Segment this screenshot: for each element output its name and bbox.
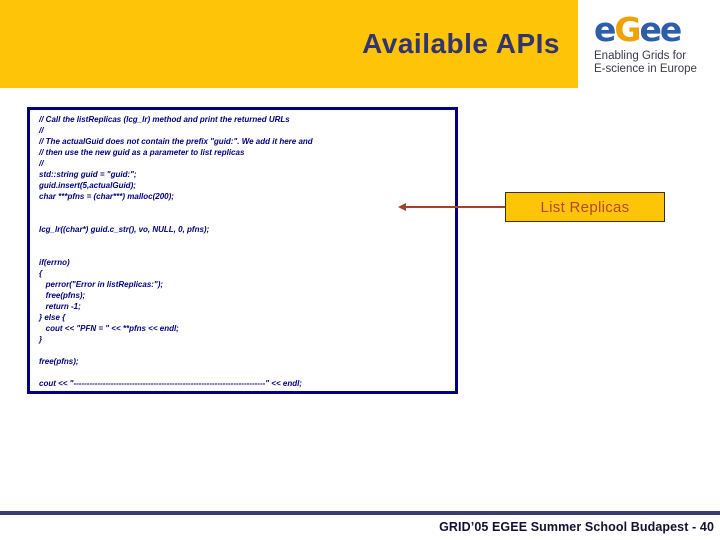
- footer-text: GRID’05 EGEE Summer School Budapest - 40: [439, 520, 714, 534]
- egee-logo: eGee Enabling Grids for E-science in Eur…: [594, 13, 716, 76]
- header-bar: Available APIs: [0, 0, 578, 88]
- logo-letter: e: [594, 10, 616, 49]
- callout-label: List Replicas: [540, 198, 630, 216]
- logo-tagline-line1: Enabling Grids for: [594, 50, 687, 62]
- logo-letter: e: [659, 10, 682, 49]
- code-box: // Call the listReplicas (lcg_lr) method…: [27, 107, 458, 394]
- callout-arrow-head-icon: [398, 203, 406, 211]
- code-block: // Call the listReplicas (lcg_lr) method…: [39, 115, 313, 388]
- logo-tagline: Enabling Grids for E-science in Europe: [594, 50, 716, 76]
- logo-tagline-line2: E-science in Europe: [594, 63, 697, 75]
- footer-divider: [0, 511, 720, 515]
- page-title: Available APIs: [362, 28, 560, 59]
- list-replicas-callout: List Replicas: [505, 192, 665, 222]
- logo-letter: G: [614, 10, 641, 49]
- callout-arrow-line: [404, 206, 505, 208]
- logo-letter: e: [639, 10, 661, 49]
- egee-logo-wordmark: eGee: [594, 13, 716, 47]
